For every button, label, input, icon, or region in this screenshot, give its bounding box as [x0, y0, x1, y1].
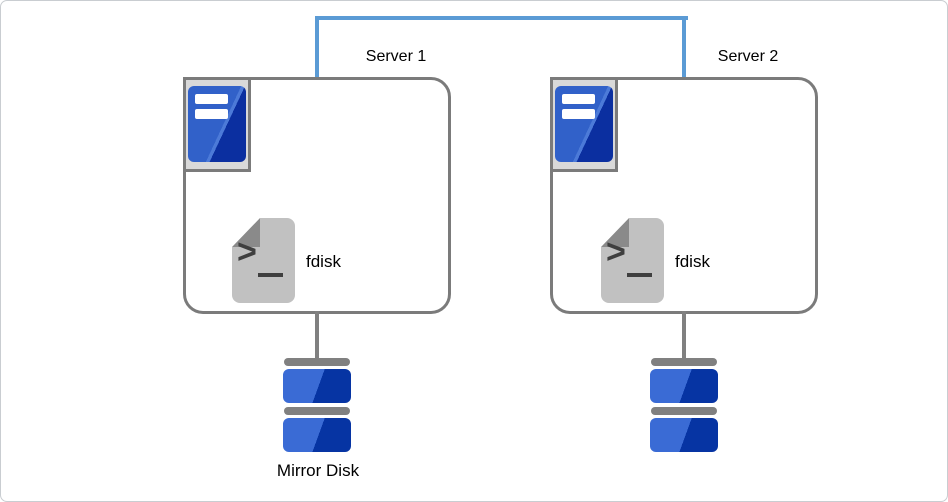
prompt-underscore	[627, 273, 652, 277]
server-slot	[195, 109, 228, 119]
interconnect-line-horizontal	[315, 16, 688, 20]
interconnect-line-server2	[682, 16, 686, 78]
disk-cap	[284, 407, 350, 415]
disk-cap	[651, 407, 717, 415]
server2-disk-connector	[682, 311, 686, 359]
server1-box	[183, 77, 451, 314]
server-tower-icon	[183, 77, 251, 172]
server1-label: Server 1	[365, 48, 427, 65]
server2-label: Server 2	[717, 48, 779, 65]
server-tower-icon	[550, 77, 618, 172]
disk-stack-icon	[650, 358, 718, 452]
disk-platter	[283, 369, 351, 403]
server-tower-front	[555, 86, 613, 162]
disk-cap	[284, 358, 350, 366]
mirror-disk-label: Mirror Disk	[276, 461, 360, 480]
server1-tool-label: fdisk	[306, 252, 341, 271]
server-tower-front	[188, 86, 246, 162]
disk-stack-icon	[283, 358, 351, 452]
prompt-underscore	[258, 273, 283, 277]
server-slot	[562, 94, 595, 104]
interconnect-line-server1	[315, 16, 319, 78]
server-slot	[562, 109, 595, 119]
server2-tool-label: fdisk	[675, 252, 710, 271]
disk-platter	[650, 369, 718, 403]
server1-disk-connector	[315, 311, 319, 359]
server2-box	[550, 77, 818, 314]
disk-platter	[283, 418, 351, 452]
terminal-prompt-icon: >	[237, 233, 257, 271]
server-slot	[195, 94, 228, 104]
terminal-prompt-icon: >	[606, 233, 626, 271]
disk-platter	[650, 418, 718, 452]
disk-cap	[651, 358, 717, 366]
